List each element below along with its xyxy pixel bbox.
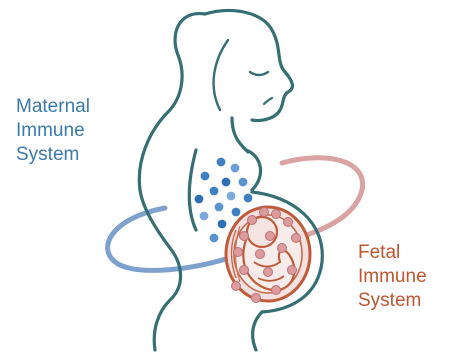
fetal-label-line-1: Fetal: [358, 241, 427, 265]
maternal-label-line-2: Immune: [16, 119, 90, 143]
fetal-label-line-3: System: [358, 289, 427, 313]
maternal-label-line-3: System: [16, 143, 90, 167]
fetal-immune-system-label: Fetal Immune System: [358, 241, 427, 313]
maternal-label-line-1: Maternal: [16, 95, 90, 119]
fetal-label-line-2: Immune: [358, 265, 427, 289]
maternal-immune-system-label: Maternal Immune System: [16, 95, 90, 167]
